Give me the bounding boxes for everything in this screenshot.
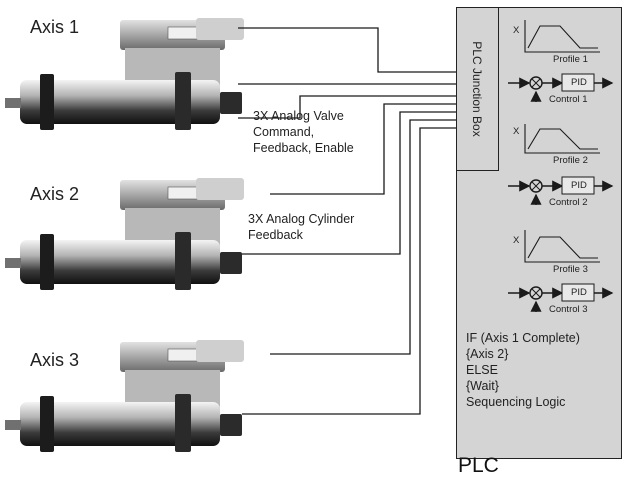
plc-title: PLC bbox=[458, 454, 499, 478]
logic-line: Sequencing Logic bbox=[466, 394, 580, 410]
profile-2-label: Profile 2 bbox=[553, 155, 588, 166]
profile-1-label: Profile 1 bbox=[553, 54, 588, 65]
profile-2-axis-letter: X bbox=[513, 126, 519, 137]
control-3-label: Control 3 bbox=[549, 304, 588, 315]
logic-line: IF (Axis 1 Complete) bbox=[466, 330, 580, 346]
sequencing-logic: IF (Axis 1 Complete) {Axis 2} ELSE {Wait… bbox=[466, 330, 580, 410]
control-2-pid: PID bbox=[571, 180, 587, 191]
profile-3-label: Profile 3 bbox=[553, 264, 588, 275]
logic-line: {Axis 2} bbox=[466, 346, 580, 362]
logic-line: ELSE bbox=[466, 362, 580, 378]
profile-1-graph bbox=[525, 20, 600, 52]
logic-line: {Wait} bbox=[466, 378, 580, 394]
profile-3-axis-letter: X bbox=[513, 235, 519, 246]
control-1-pid: PID bbox=[571, 77, 587, 88]
control-3-pid: PID bbox=[571, 287, 587, 298]
profile-1-axis-letter: X bbox=[513, 25, 519, 36]
control-2-label: Control 2 bbox=[549, 197, 588, 208]
profile-2-graph bbox=[525, 124, 600, 153]
control-1-label: Control 1 bbox=[549, 94, 588, 105]
profile-3-graph bbox=[525, 230, 600, 262]
